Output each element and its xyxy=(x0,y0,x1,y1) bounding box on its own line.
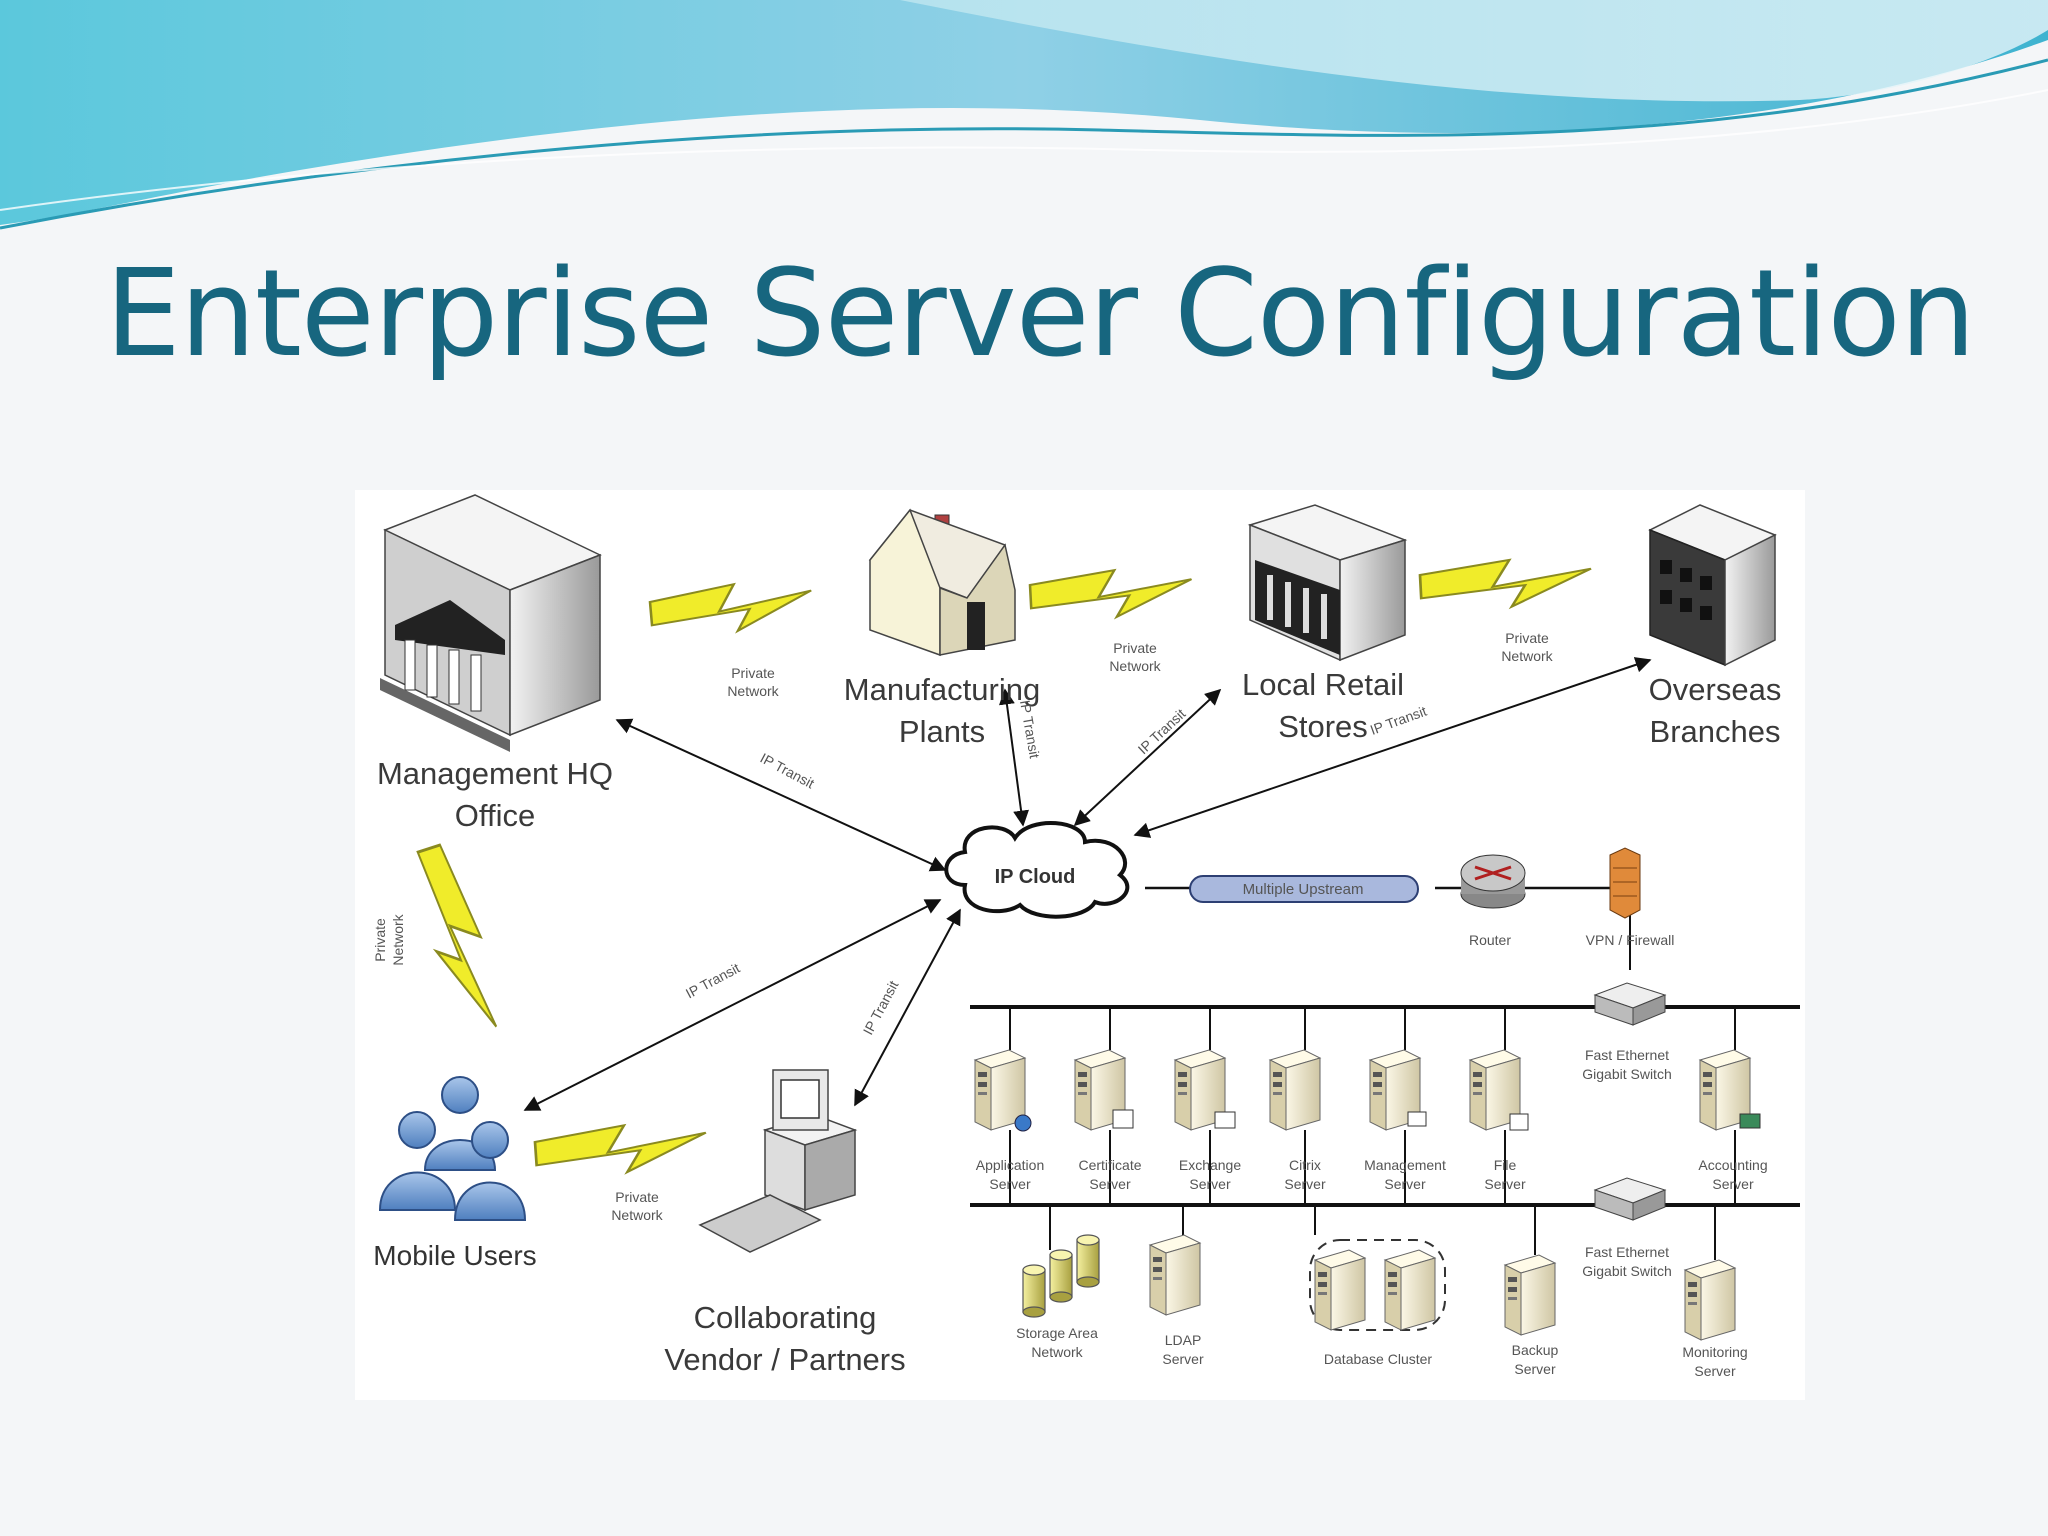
ip-cloud-icon xyxy=(944,820,1130,919)
ip-transit-overseas-label: IP Transit xyxy=(1368,703,1429,738)
plants-label-2: Plants xyxy=(899,714,985,749)
top-switch-label-2: Gigabit Switch xyxy=(1582,1066,1671,1082)
hq-label-2: Office xyxy=(455,798,535,833)
private-link-plants-retail-bolt xyxy=(1028,564,1195,623)
accounting-server-label-1: Accounting xyxy=(1698,1157,1767,1173)
database-cluster-label: Database Cluster xyxy=(1324,1351,1433,1367)
private-link-hq-mobile-bolt xyxy=(403,840,511,1039)
router-label: Router xyxy=(1469,932,1511,948)
vendor-label-1: Collaborating xyxy=(694,1300,877,1335)
ldap-server-icon xyxy=(1149,1234,1201,1316)
pn-retail-overseas-label-2: Network xyxy=(1501,648,1553,664)
application-server-label-2: Server xyxy=(989,1176,1031,1192)
retail-label-1: Local Retail xyxy=(1242,667,1404,702)
vendor-computer-icon xyxy=(698,1069,858,1253)
file-server-label-1: File xyxy=(1494,1157,1517,1173)
plant-house-icon xyxy=(868,508,1016,657)
database-server-2-icon xyxy=(1384,1249,1436,1331)
pn-hq-mobile-label-2: Network xyxy=(390,913,406,965)
accounting-server-label-2: Server xyxy=(1712,1176,1754,1192)
link-hq-cloud xyxy=(615,718,947,872)
backup-label-2: Server xyxy=(1514,1361,1556,1377)
plants-label-1: Manufacturing xyxy=(844,672,1040,707)
pn-retail-overseas-label-1: Private xyxy=(1505,630,1549,646)
certificate-server-label-1: Certificate xyxy=(1078,1157,1141,1173)
backup-server-icon xyxy=(1504,1254,1556,1336)
san-label-1: Storage Area xyxy=(1016,1325,1098,1341)
bottom-switch-label-1: Fast Ethernet xyxy=(1585,1244,1669,1260)
firewall-icon xyxy=(1609,847,1641,919)
pn-plants-retail-label-1: Private xyxy=(1113,640,1157,656)
ldap-label-1: LDAP xyxy=(1165,1332,1202,1348)
exchange-server-label-1: Exchange xyxy=(1179,1157,1241,1173)
overseas-label-2: Branches xyxy=(1650,714,1781,749)
citrix-server-label-2: Server xyxy=(1284,1176,1326,1192)
ip-transit-mobile-label: IP Transit xyxy=(683,960,743,1002)
retail-store-icon xyxy=(1247,504,1408,662)
management-server-label-1: Management xyxy=(1364,1157,1446,1173)
hq-label-1: Management HQ xyxy=(377,756,613,791)
cloud-label: IP Cloud xyxy=(995,866,1076,888)
exchange-server-label-2: Server xyxy=(1189,1176,1231,1192)
ldap-label-2: Server xyxy=(1162,1351,1204,1367)
overseas-label-1: Overseas xyxy=(1649,672,1782,707)
router-icon xyxy=(1460,854,1526,909)
backup-label-1: Backup xyxy=(1512,1342,1559,1358)
vendor-label-2: Vendor / Partners xyxy=(664,1342,905,1377)
overseas-building-icon xyxy=(1648,504,1777,667)
uplink-label: Multiple Upstream xyxy=(1243,881,1364,898)
private-link-mobile-vendor-bolt xyxy=(532,1118,710,1180)
slide-title: Enterprise Server Configuration xyxy=(105,245,1976,384)
san-label-2: Network xyxy=(1031,1344,1083,1360)
link-retail-cloud xyxy=(1073,688,1222,827)
private-link-hq-plants-bolt xyxy=(647,576,816,640)
network-diagram: IP Cloud Multiple Upstream Router VPN / … xyxy=(355,490,1805,1400)
citrix-server-icon xyxy=(1269,1049,1321,1131)
pn-hq-plants-label-1: Private xyxy=(731,665,775,681)
link-plants-cloud xyxy=(998,688,1030,827)
application-server-label-1: Application xyxy=(976,1157,1045,1173)
bottom-switch-label-2: Gigabit Switch xyxy=(1582,1263,1671,1279)
database-server-1-icon xyxy=(1314,1249,1366,1331)
file-server-label-2: Server xyxy=(1484,1176,1526,1192)
mobile-label: Mobile Users xyxy=(373,1240,536,1271)
vpn-label: VPN / Firewall xyxy=(1586,932,1675,948)
multiple-upstream-pipe xyxy=(1189,875,1419,903)
header-wave-banner xyxy=(0,0,2048,230)
hq-building-icon xyxy=(380,494,602,752)
bottom-switch-icon xyxy=(1593,1177,1667,1221)
pn-mobile-vendor-label-1: Private xyxy=(615,1189,659,1205)
pn-plants-retail-label-2: Network xyxy=(1109,658,1161,674)
pn-hq-plants-label-2: Network xyxy=(727,683,779,699)
citrix-server-label-1: Citrix xyxy=(1289,1157,1321,1173)
ip-transit-retail-label: IP Transit xyxy=(1135,705,1189,757)
monitoring-label-1: Monitoring xyxy=(1682,1344,1747,1360)
link-vendor-cloud xyxy=(854,908,961,1107)
pn-hq-mobile-label-1: Private xyxy=(372,918,388,962)
private-link-retail-overseas-bolt xyxy=(1418,554,1595,613)
monitoring-label-2: Server xyxy=(1694,1363,1736,1379)
monitoring-server-icon xyxy=(1684,1259,1736,1341)
ip-transit-plants-label: IP Transit xyxy=(1017,699,1043,760)
management-server-label-2: Server xyxy=(1384,1176,1426,1192)
retail-label-2: Stores xyxy=(1278,709,1368,744)
pn-mobile-vendor-label-2: Network xyxy=(611,1207,663,1223)
san-storage-icon xyxy=(1022,1234,1100,1318)
top-switch-icon xyxy=(1593,982,1667,1026)
link-overseas-cloud xyxy=(1133,657,1652,838)
top-switch-label-1: Fast Ethernet xyxy=(1585,1047,1669,1063)
certificate-server-label-2: Server xyxy=(1089,1176,1131,1192)
ip-transit-hq-label: IP Transit xyxy=(758,750,818,792)
database-cluster-outline xyxy=(1309,1239,1446,1331)
mobile-users-icon xyxy=(378,1076,527,1221)
